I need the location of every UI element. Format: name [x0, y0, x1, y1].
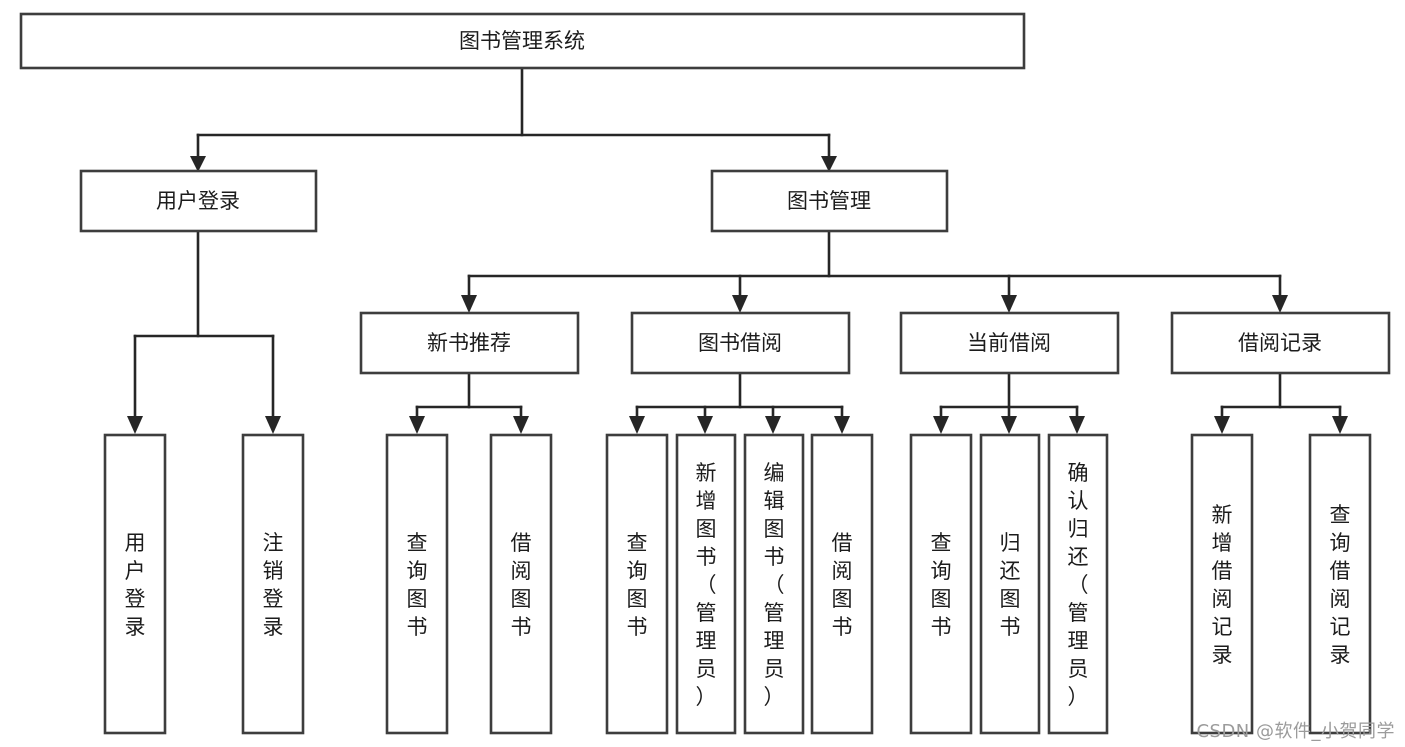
node-borrow-records[interactable]: 借阅记录 [1170, 311, 1391, 375]
node-book-management-box[interactable] [710, 169, 949, 233]
arrow-to-borrow-records [1272, 295, 1288, 313]
leaf-book-borrow-4[interactable]: 借阅图书 [810, 433, 874, 735]
leaf-current-borrow-3-label: 确认归还（管理员） [1068, 461, 1089, 709]
leaf-current-borrow-1[interactable]: 查询图书 [909, 433, 973, 735]
node-user-login-label: 用户登录 [156, 189, 240, 213]
connector-group-user-login [127, 229, 281, 434]
connector-group-current-borrow [933, 371, 1085, 434]
leaf-book-borrow-1-box[interactable] [605, 433, 669, 735]
node-new-book-recommend-box[interactable] [359, 311, 580, 375]
leaf-current-borrow-2[interactable]: 归还图书 [979, 433, 1041, 735]
leaf-new-books-2-label: 借阅图书 [511, 531, 532, 639]
arrow-book-borrow-leaf-4 [834, 416, 850, 434]
arrow-borrow-records-leaf-2 [1332, 416, 1348, 434]
leaf-book-borrow-4-label: 借阅图书 [832, 531, 853, 639]
leaf-borrow-records-2[interactable]: 查询借阅记录 [1308, 433, 1372, 735]
leaf-user-login-2-box[interactable] [241, 433, 305, 735]
leaf-current-borrow-1-label: 查询图书 [931, 531, 952, 639]
csdn-watermark: CSDN @软件_小贺同学 [1196, 721, 1395, 742]
leaf-book-borrow-2[interactable]: 新增图书（管理员） [675, 433, 737, 735]
connector-group-new-books [409, 371, 529, 434]
leaf-borrow-records-2-label: 查询借阅记录 [1330, 503, 1351, 667]
leaf-current-borrow-2-box[interactable] [979, 433, 1041, 735]
node-root-system-label: 图书管理系统 [459, 29, 585, 53]
leaf-book-borrow-3[interactable]: 编辑图书（管理员） [743, 433, 805, 735]
arrow-user-login-leaf-1 [127, 416, 143, 434]
leaf-current-borrow-3-box[interactable] [1047, 433, 1109, 735]
node-root-system-box[interactable] [19, 12, 1026, 70]
node-new-book-recommend-label: 新书推荐 [427, 331, 511, 355]
leaf-new-books-1[interactable]: 查询图书 [385, 433, 449, 735]
arrow-current-borrow-leaf-2 [1001, 416, 1017, 434]
leaf-new-books-1-box[interactable] [385, 433, 449, 735]
leaf-new-books-2[interactable]: 借阅图书 [489, 433, 553, 735]
leaf-user-login-2-label: 注销登录 [263, 531, 284, 639]
node-book-borrow[interactable]: 图书借阅 [630, 311, 851, 375]
leaf-book-borrow-1[interactable]: 查询图书 [605, 433, 669, 735]
arrow-user-login-leaf-2 [265, 416, 281, 434]
arrow-to-book-mgmt [821, 156, 837, 172]
leaf-book-borrow-1-label: 查询图书 [627, 531, 648, 639]
leaf-book-borrow-4-box[interactable] [810, 433, 874, 735]
arrow-current-borrow-leaf-1 [933, 416, 949, 434]
node-book-borrow-label: 图书借阅 [698, 331, 782, 355]
leaf-book-borrow-3-box[interactable] [743, 433, 805, 735]
leaf-book-borrow-3-label: 编辑图书（管理员） [764, 461, 785, 709]
connector-group-book-borrow [629, 371, 850, 434]
leaf-new-books-1-label: 查询图书 [407, 531, 428, 639]
arrow-to-book-borrow [732, 295, 748, 313]
arrow-book-borrow-leaf-1 [629, 416, 645, 434]
node-root-system[interactable]: 图书管理系统 [19, 12, 1026, 70]
connector-group-borrow-records [1214, 371, 1348, 434]
node-current-borrow-box[interactable] [899, 311, 1120, 375]
arrow-to-user-login [190, 156, 206, 172]
connector-group-book-mgmt [461, 229, 1288, 313]
node-current-borrow-label: 当前借阅 [967, 331, 1051, 355]
arrow-to-new-books [461, 295, 477, 313]
leaf-user-login-1[interactable]: 用户登录 [103, 433, 167, 735]
leaf-book-borrow-2-box[interactable] [675, 433, 737, 735]
node-user-login[interactable]: 用户登录 [79, 169, 318, 233]
arrow-new-books-leaf-1 [409, 416, 425, 434]
connector-group-root [190, 66, 837, 172]
leaf-current-borrow-3[interactable]: 确认归还（管理员） [1047, 433, 1109, 735]
leaf-user-login-1-label: 用户登录 [125, 531, 146, 639]
arrow-book-borrow-leaf-3 [765, 416, 781, 434]
node-borrow-records-box[interactable] [1170, 311, 1391, 375]
leaf-user-login-2[interactable]: 注销登录 [241, 433, 305, 735]
arrow-book-borrow-leaf-2 [697, 416, 713, 434]
node-book-management-label: 图书管理 [787, 189, 871, 213]
leaf-borrow-records-2-box[interactable] [1308, 433, 1372, 735]
node-new-book-recommend[interactable]: 新书推荐 [359, 311, 580, 375]
node-book-management[interactable]: 图书管理 [710, 169, 949, 233]
leaf-new-books-2-box[interactable] [489, 433, 553, 735]
leaf-current-borrow-2-label: 归还图书 [1000, 531, 1021, 639]
node-book-borrow-box[interactable] [630, 311, 851, 375]
node-current-borrow[interactable]: 当前借阅 [899, 311, 1120, 375]
leaf-current-borrow-1-box[interactable] [909, 433, 973, 735]
leaf-borrow-records-1-box[interactable] [1190, 433, 1254, 735]
leaf-book-borrow-2-label: 新增图书（管理员） [696, 461, 717, 709]
arrow-to-current-borrow [1001, 295, 1017, 313]
node-borrow-records-label: 借阅记录 [1238, 331, 1322, 355]
node-user-login-box[interactable] [79, 169, 318, 233]
arrow-borrow-records-leaf-1 [1214, 416, 1230, 434]
leaf-user-login-1-box[interactable] [103, 433, 167, 735]
arrow-current-borrow-leaf-3 [1069, 416, 1085, 434]
arrow-new-books-leaf-2 [513, 416, 529, 434]
leaf-borrow-records-1-label: 新增借阅记录 [1212, 503, 1233, 667]
leaf-borrow-records-1[interactable]: 新增借阅记录 [1190, 433, 1254, 735]
